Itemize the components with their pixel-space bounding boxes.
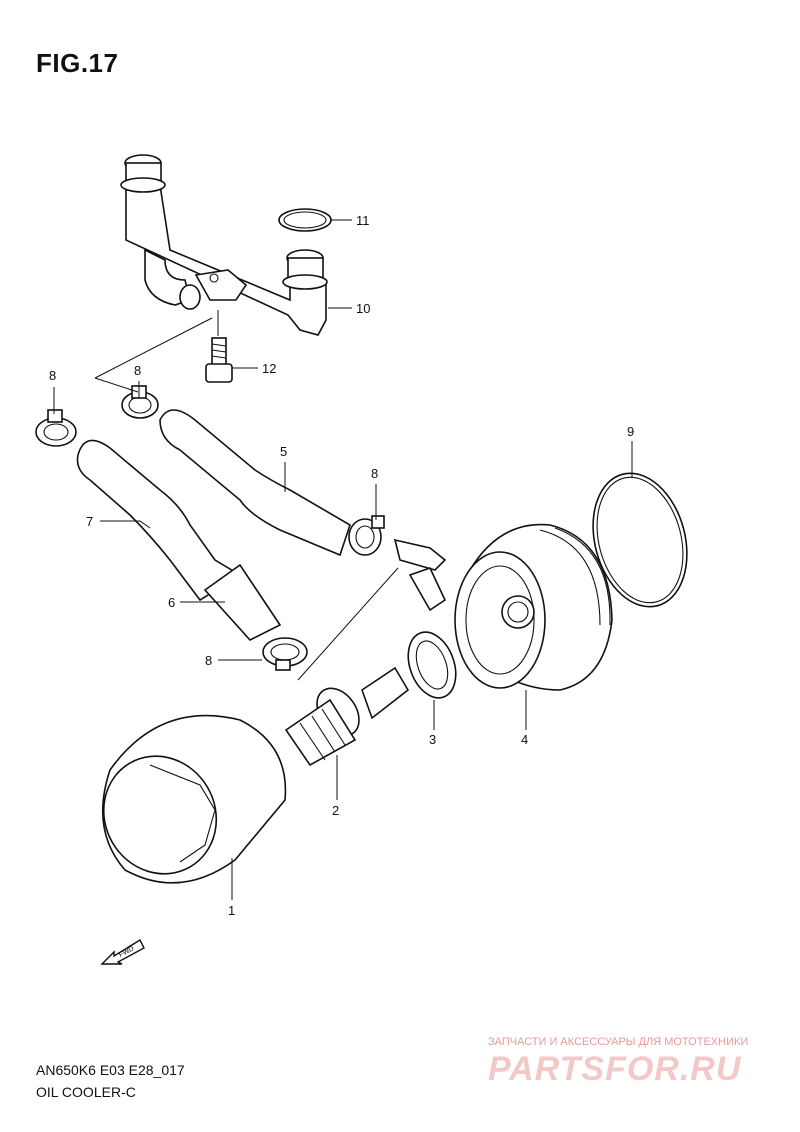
callout-1: 1	[228, 903, 235, 918]
part-1-oil-filter	[101, 714, 287, 884]
part-3-gasket	[407, 631, 457, 699]
part-12-bolt	[205, 337, 233, 383]
callout-9: 9	[627, 424, 634, 439]
model-code: AN650K6 E03 E28_017	[36, 1062, 185, 1078]
part-8-clamp-c	[348, 515, 385, 556]
part-8-clamp-d	[262, 637, 308, 671]
callout-3: 3	[429, 732, 436, 747]
watermark-brand: PARTSFOR.RU	[488, 1050, 742, 1088]
watermark-tagline: ЗАПЧАСТИ И АКСЕССУАРЫ ДЛЯ МОТОТЕХНИКИ	[488, 1036, 749, 1048]
callout-11: 11	[356, 213, 370, 228]
callout-8-left: 8	[49, 368, 56, 383]
callout-6: 6	[168, 595, 175, 610]
callout-7: 7	[86, 514, 93, 529]
diagram-description: OIL COOLER-C	[36, 1084, 136, 1100]
part-10-oil-pipe	[120, 154, 328, 336]
part-4-oil-cooler	[393, 523, 613, 691]
part-8-clamp-a	[35, 409, 77, 447]
part-5-hose	[159, 409, 351, 557]
callout-10: 10	[356, 301, 370, 316]
callout-12: 12	[262, 361, 276, 376]
callout-8-upper: 8	[134, 363, 141, 378]
callout-8-right: 8	[371, 466, 378, 481]
callout-8-lower: 8	[205, 653, 212, 668]
part-2-union-bolt	[284, 666, 410, 767]
fwd-arrow-icon: FWD	[100, 939, 145, 965]
callout-4: 4	[521, 732, 528, 747]
part-9-o-ring	[592, 472, 688, 608]
figure-title: FIG.17	[36, 48, 119, 78]
callout-2: 2	[332, 803, 339, 818]
part-8-clamp-b	[121, 385, 159, 419]
callout-5: 5	[280, 444, 287, 459]
part-6-hose-end	[203, 563, 282, 641]
